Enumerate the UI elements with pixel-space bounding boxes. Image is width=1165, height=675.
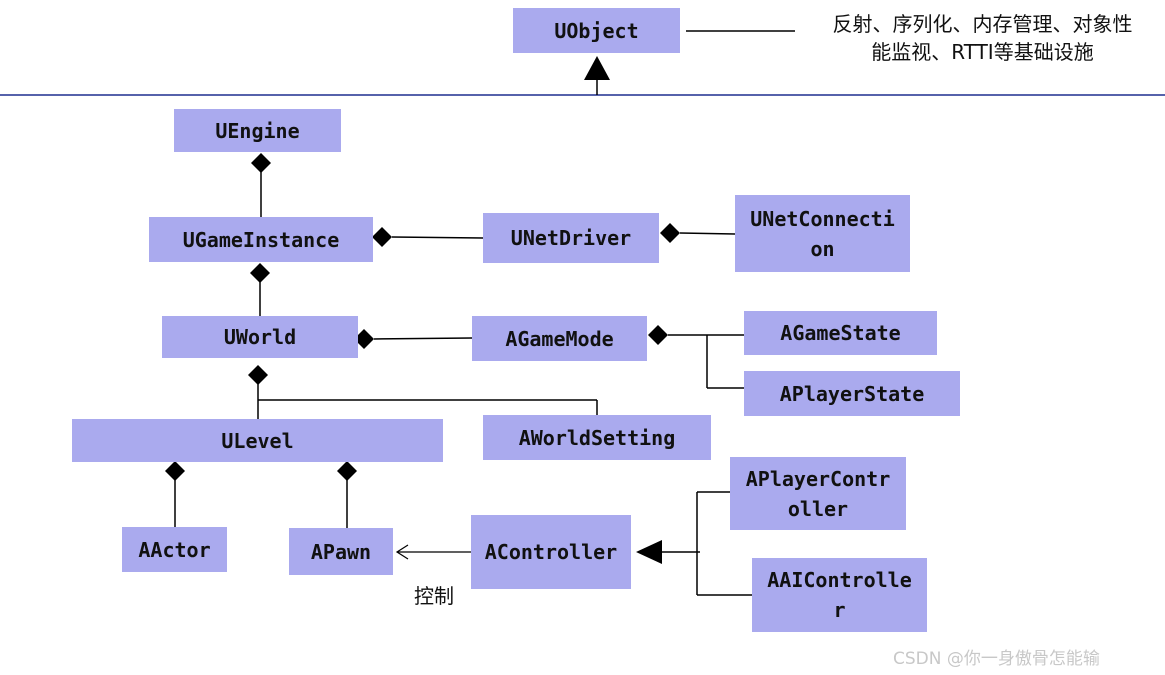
uobject-description-line1: 反射、序列化、内存管理、对象性: [832, 12, 1133, 36]
aplayerstate-box: APlayerState: [744, 371, 960, 416]
agamestate-label: AGameState: [780, 321, 901, 345]
uobject-description-line2: 能监视、RTTI等基础设施: [871, 40, 1094, 64]
unetdriver-box: UNetDriver: [483, 213, 659, 263]
aactor-box: AActor: [122, 527, 227, 572]
watermark: CSDN @你一身傲骨怎能输: [893, 649, 1100, 669]
aplayerstate-label: APlayerState: [779, 381, 925, 406]
unetdriver-unetconnection-line: [679, 232, 736, 235]
ugameinstance-bottom-diamond: [250, 263, 270, 283]
uengine-label: UEngine: [215, 118, 300, 143]
ulevel-box: ULevel: [72, 419, 443, 462]
uobject-description: 反射、序列化、内存管理、对象性 能监视、RTTI等基础设施: [800, 10, 1165, 66]
uobject-label: UObject: [554, 18, 639, 43]
ugameinstance-unetdriver-line: [391, 236, 484, 239]
aplayercontroller-box: APlayerController: [730, 457, 906, 530]
aaicontroller-box: AAIController: [752, 558, 927, 632]
agamestate-box: AGameState: [744, 311, 937, 355]
uobject-box: UObject: [513, 8, 680, 53]
control-arrowhead: [395, 544, 409, 560]
aplayercontroller-label: APlayerController: [745, 466, 891, 521]
acontroller-box: AController: [471, 515, 631, 589]
ugameinstance-box: UGameInstance: [149, 217, 373, 262]
control-label: 控制: [414, 584, 454, 608]
apawn-box: APawn: [289, 528, 393, 575]
agamemode-label: AGameMode: [505, 326, 614, 351]
unetconnection-box: UNetConnection: [735, 195, 910, 272]
uengine-box: UEngine: [174, 109, 341, 152]
unetdriver-label: UNetDriver: [510, 226, 632, 250]
aaicontroller-label: AAIController: [767, 568, 912, 622]
uworld-box: UWorld: [162, 316, 358, 358]
acontroller-label: AController: [484, 540, 618, 564]
aworldsetting-label: AWorldSetting: [518, 425, 676, 450]
aactor-label: AActor: [138, 537, 211, 562]
ugameinstance-diamond: [372, 227, 392, 247]
unetdriver-diamond: [660, 223, 680, 243]
uworld-label: UWorld: [223, 325, 297, 349]
ulevel-right-diamond: [337, 461, 357, 481]
ugameinstance-label: UGameInstance: [182, 227, 340, 252]
aworldsetting-box: AWorldSetting: [483, 415, 711, 460]
unetconnection-label: UNetConnection: [750, 206, 895, 261]
uengine-diamond: [251, 153, 271, 173]
agamemode-box: AGameMode: [472, 316, 647, 361]
uworld-agamemode-line: [373, 337, 473, 340]
uworld-right-diamond: [354, 329, 374, 349]
inherit-acontroller-arrowhead: [636, 540, 662, 564]
apawn-label: APawn: [310, 539, 372, 564]
inherit-uobject-arrowhead: [584, 56, 610, 80]
ulevel-label: ULevel: [221, 428, 294, 453]
uworld-bottom-diamond: [248, 365, 268, 385]
ulevel-left-diamond: [165, 461, 185, 481]
agamemode-diamond: [648, 325, 668, 345]
